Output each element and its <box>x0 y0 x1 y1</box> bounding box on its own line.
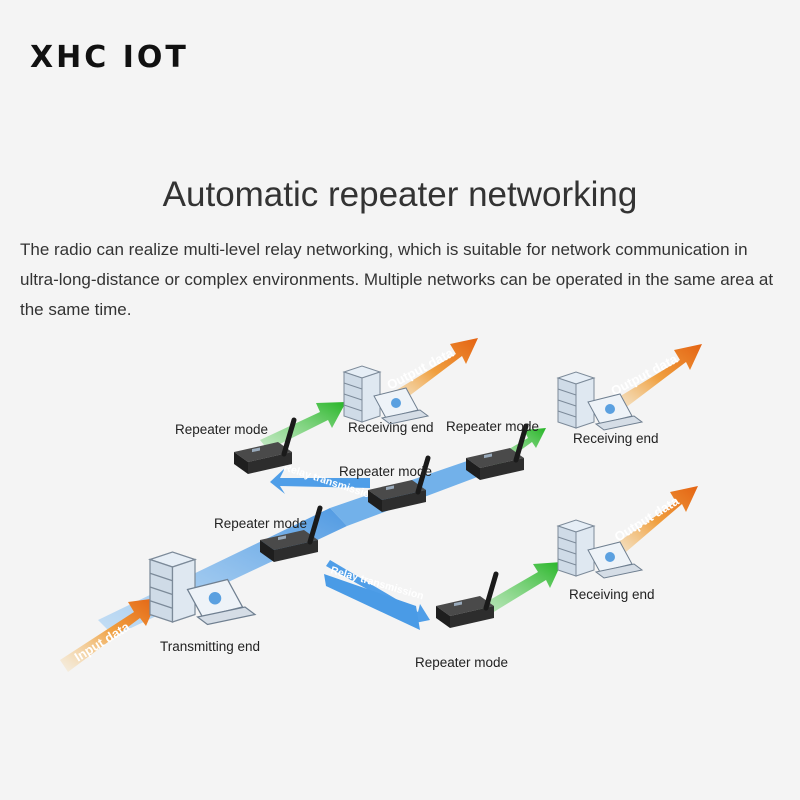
receiving-label-3: Receiving end <box>569 587 655 602</box>
green-arrow-3 <box>476 562 562 618</box>
green-arrow-1 <box>260 402 346 450</box>
repeater-device-5 <box>436 574 496 628</box>
repeater-label-1: Repeater mode <box>175 422 268 437</box>
output-arrow-3 <box>604 486 698 564</box>
receiving-label-2: Receiving end <box>573 431 659 446</box>
input-arrow <box>60 598 158 672</box>
transmitting-label: Transmitting end <box>160 639 260 654</box>
repeater-network-diagram: Relay transmission Relay transmission Ou… <box>60 338 702 672</box>
relay-arrow-left <box>270 468 370 494</box>
receiving-label-1: Receiving end <box>348 420 434 435</box>
repeater-label-4: Repeater mode <box>214 516 307 531</box>
relay-band-lower <box>324 574 420 630</box>
page-title: Automatic repeater networking <box>162 175 638 214</box>
brand-logo: XHC IOT <box>30 40 189 75</box>
output-arrow-2 <box>604 344 702 418</box>
repeater-label-2: Repeater mode <box>446 419 539 434</box>
input-data-label: Input data <box>72 619 133 665</box>
output-data-label-3: Output data <box>612 493 682 545</box>
repeater-device-2 <box>466 426 526 480</box>
repeater-label-3: Repeater mode <box>339 464 432 479</box>
page-description: The radio can realize multi-level relay … <box>20 240 774 319</box>
repeater-label-5: Repeater mode <box>415 655 508 670</box>
